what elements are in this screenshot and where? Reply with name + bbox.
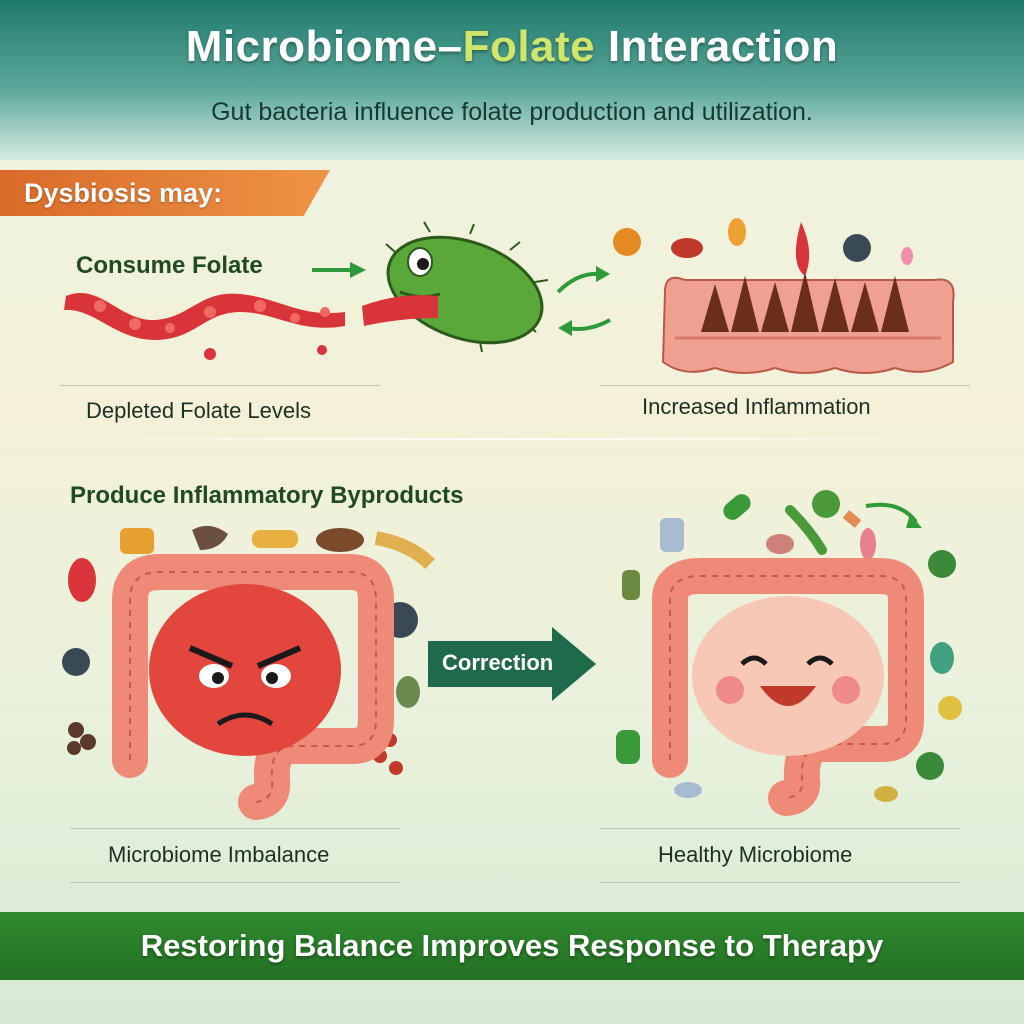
title-accent-folate: Folate	[462, 22, 596, 71]
correction-label: Correction	[442, 650, 554, 675]
separator-line	[600, 882, 960, 883]
inflamed-intestine-illustration	[613, 218, 955, 374]
consume-folate-heading: Consume Folate	[76, 252, 263, 279]
section-divider	[0, 438, 1024, 440]
healthy-gut-illustration	[616, 490, 962, 816]
footer-message: Restoring Balance Improves Response to T…	[140, 928, 884, 963]
footer-banner	[0, 912, 1024, 980]
separator-line	[70, 882, 400, 883]
title-part-1: Microbiome–	[185, 22, 463, 71]
correction-arrow-icon	[428, 627, 596, 701]
bacteria-eating-folate-illustration	[362, 221, 549, 353]
increased-inflammation-label: Increased Inflammation	[642, 394, 871, 419]
separator-line	[70, 828, 400, 829]
separator-line	[600, 828, 960, 829]
separator-line	[60, 385, 380, 386]
page-subtitle: Gut bacteria influence folate production…	[211, 98, 813, 126]
arrow-right-icon	[312, 262, 366, 278]
cycle-arrows-icon	[556, 266, 611, 336]
angry-gut-illustration	[62, 525, 435, 820]
page-title: Microbiome–Folate Interaction	[0, 22, 1024, 72]
separator-line	[600, 385, 970, 386]
byproducts-heading: Produce Inflammatory Byproducts	[70, 482, 464, 509]
dysbiosis-banner-label: Dysbiosis may:	[24, 178, 223, 208]
folate-strand-illustration	[64, 293, 345, 360]
dysbiosis-banner	[0, 170, 330, 216]
healthy-microbiome-label: Healthy Microbiome	[658, 842, 853, 867]
microbiome-imbalance-label: Microbiome Imbalance	[108, 842, 330, 867]
title-part-2: Interaction	[595, 22, 839, 71]
depleted-folate-label: Depleted Folate Levels	[86, 398, 312, 423]
header-banner	[0, 0, 1024, 160]
